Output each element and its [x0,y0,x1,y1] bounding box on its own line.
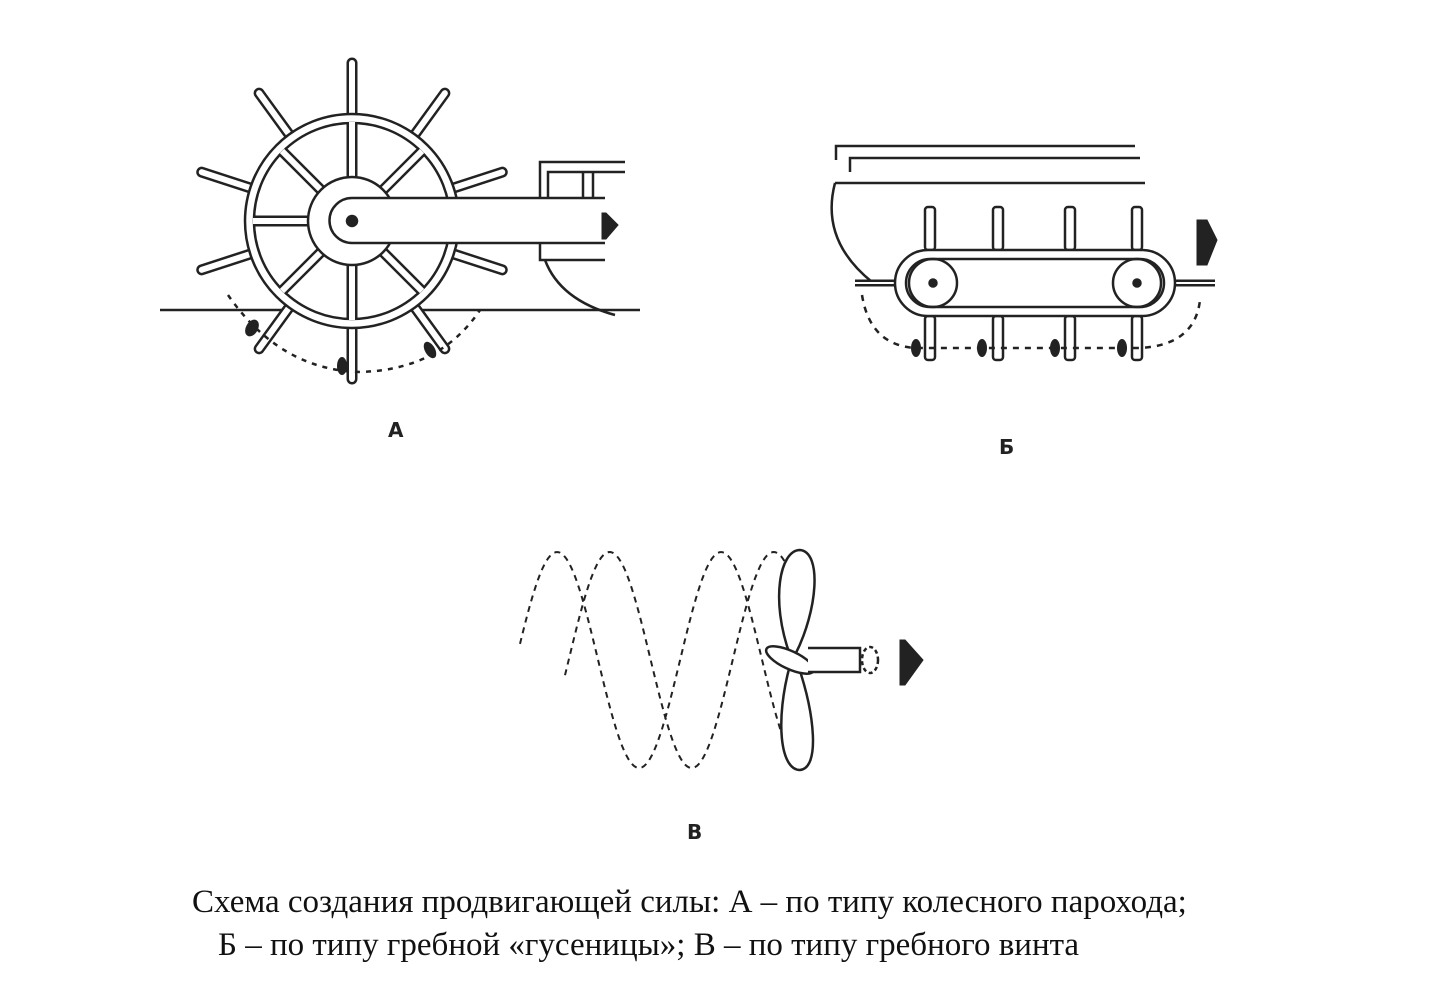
paddle-fill [444,169,506,194]
spoke-fill [279,148,326,195]
track-belt-inner [904,257,1166,309]
water-drop [245,319,259,337]
thrust-arrow [601,212,619,240]
track-paddle [991,314,1005,362]
figure-label-a: А [388,418,404,442]
motion-arc [860,294,1202,350]
track-belt-outer [893,248,1177,318]
thrust-arrow [899,639,924,686]
caption-line-1: Схема создания продвигающей силы: А – по… [192,884,1187,920]
drive-arm [328,196,605,245]
track-paddle [1063,314,1077,362]
paddle-fill [198,169,260,194]
shaft-ring [860,645,880,675]
track-paddle [923,314,937,362]
helix-trail [519,550,786,770]
hull-curve [830,182,873,283]
water-drop [1050,339,1060,357]
propeller-blade-top [777,548,816,656]
hull-bracket [538,160,625,262]
figure-label-b: Б [999,435,1015,459]
wheel-paddles [196,57,508,385]
track-wheel-right [1111,257,1163,309]
water-drop [423,341,437,359]
axle-dot [928,278,938,288]
track-paddle [1130,205,1144,252]
paddle-fill [407,90,448,144]
axle-dot [345,214,359,228]
hull-lines [834,144,1145,185]
propeller-figure [519,548,924,772]
spoke-fill [279,247,326,294]
paddle-wheel-figure [160,57,640,385]
track-wheel-left [907,257,959,309]
paddle-fill [256,298,297,352]
caption-line-2: Б – по типу гребной «гусеницы»; В – по т… [218,927,1080,963]
hull-curve [543,259,616,317]
water-drop [337,357,347,375]
axle-dot [1132,278,1142,288]
paddle-fill [444,248,506,273]
paddle-fill [407,298,448,352]
thrust-arrow [1196,219,1218,266]
figure-label-c: В [687,820,703,844]
paddle-fill [256,90,297,144]
track-paddle [923,205,937,252]
track-paddle [991,205,1005,252]
spoke-fill [378,247,425,294]
track-paddle [1130,314,1144,362]
water-drop [977,339,987,357]
propeller-blade-bottom [780,664,815,772]
track-paddle [1063,205,1077,252]
paddle-track-figure [830,144,1218,362]
motion-arc [226,294,482,374]
spoke-fill [378,148,425,195]
propeller-shaft [808,646,862,674]
paddle-fill [198,248,260,273]
water-drop [1117,339,1127,357]
water-drop [911,339,921,357]
